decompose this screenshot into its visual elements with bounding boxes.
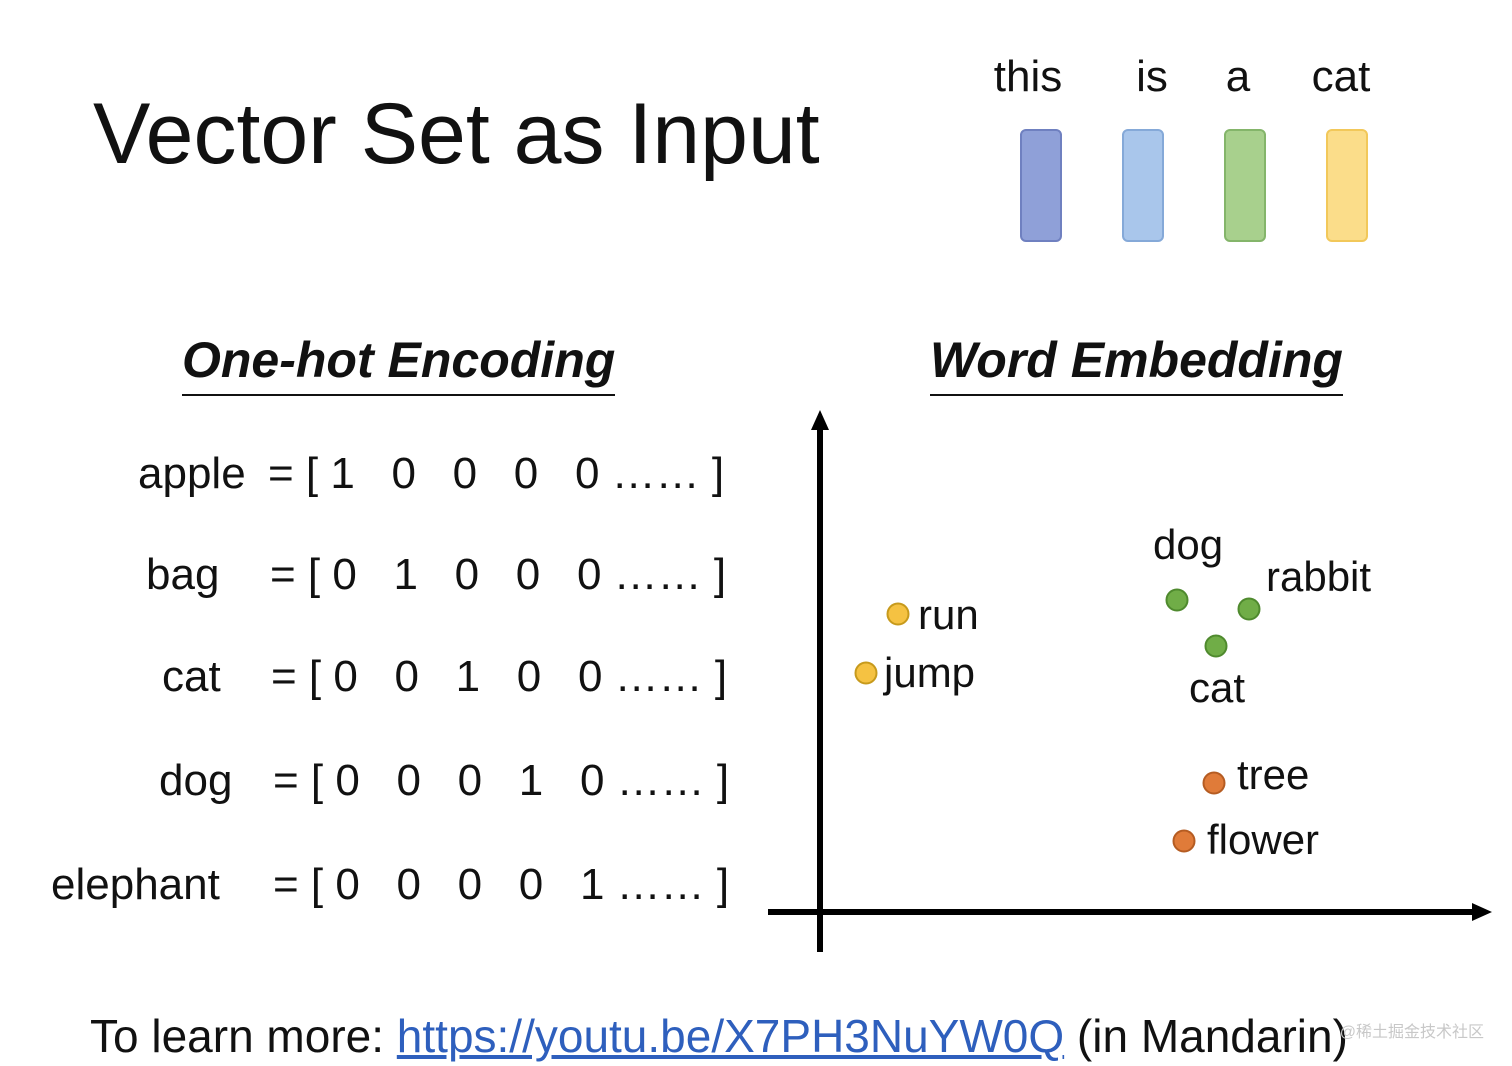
footer-suffix: (in Mandarin) [1064,1010,1348,1062]
one-hot-vector-dog: = [ 0 0 0 1 0 …… ] [273,756,730,805]
token-word-cat: cat [1311,52,1371,101]
one-hot-vector-bag: = [ 0 1 0 0 0 …… ] [270,550,727,599]
one-hot-vector-apple: = [ 1 0 0 0 0 …… ] [268,449,725,498]
x-axis-arrowhead [1472,903,1492,921]
one-hot-word-apple: apple [138,449,246,498]
token-word-a: a [1225,52,1251,101]
word-embedding-heading: Word Embedding [930,330,1343,396]
embedding-point-flower [1172,829,1196,853]
token-word-is: is [1136,52,1168,101]
footer-prefix: To learn more: [90,1010,397,1062]
embedding-label-dog: dog [1153,521,1224,568]
youtube-link[interactable]: https://youtu.be/X7PH3NuYW0Q [396,1010,1065,1062]
one-hot-word-dog: dog [159,756,233,805]
token-vector-bar-a [1224,129,1266,242]
embedding-point-run [886,602,910,626]
embedding-label-rabbit: rabbit [1266,553,1372,600]
embedding-point-tree [1202,771,1226,795]
one-hot-vector-elephant: = [ 0 0 0 0 1 …… ] [273,860,730,909]
embedding-point-rabbit [1237,597,1261,621]
token-vector-bar-is [1122,129,1164,242]
one-hot-word-elephant: elephant [51,860,220,909]
embedding-point-jump [854,661,878,685]
token-vector-bar-this [1020,129,1062,242]
watermark: @稀土掘金技术社区 [1339,1024,1484,1041]
embedding-label-run: run [918,591,979,638]
y-axis-arrowhead [811,410,829,430]
one-hot-encoding-heading: One-hot Encoding [182,330,616,396]
footer: To learn more: https://youtu.be/X7PH3NuY… [90,1008,1348,1064]
one-hot-word-cat: cat [162,652,221,701]
embedding-point-dog [1165,588,1189,612]
slide-title: Vector Set as Input [93,86,820,182]
one-hot-word-bag: bag [146,550,220,599]
one-hot-vector-cat: = [ 0 0 1 0 0 …… ] [271,652,728,701]
token-vector-bar-cat [1326,129,1368,242]
embedding-label-flower: flower [1207,816,1320,863]
embedding-label-jump: jump [884,649,976,696]
embedding-label-cat: cat [1189,664,1246,711]
token-word-this: this [993,52,1063,101]
embedding-label-tree: tree [1237,751,1310,798]
embedding-point-cat [1204,634,1228,658]
